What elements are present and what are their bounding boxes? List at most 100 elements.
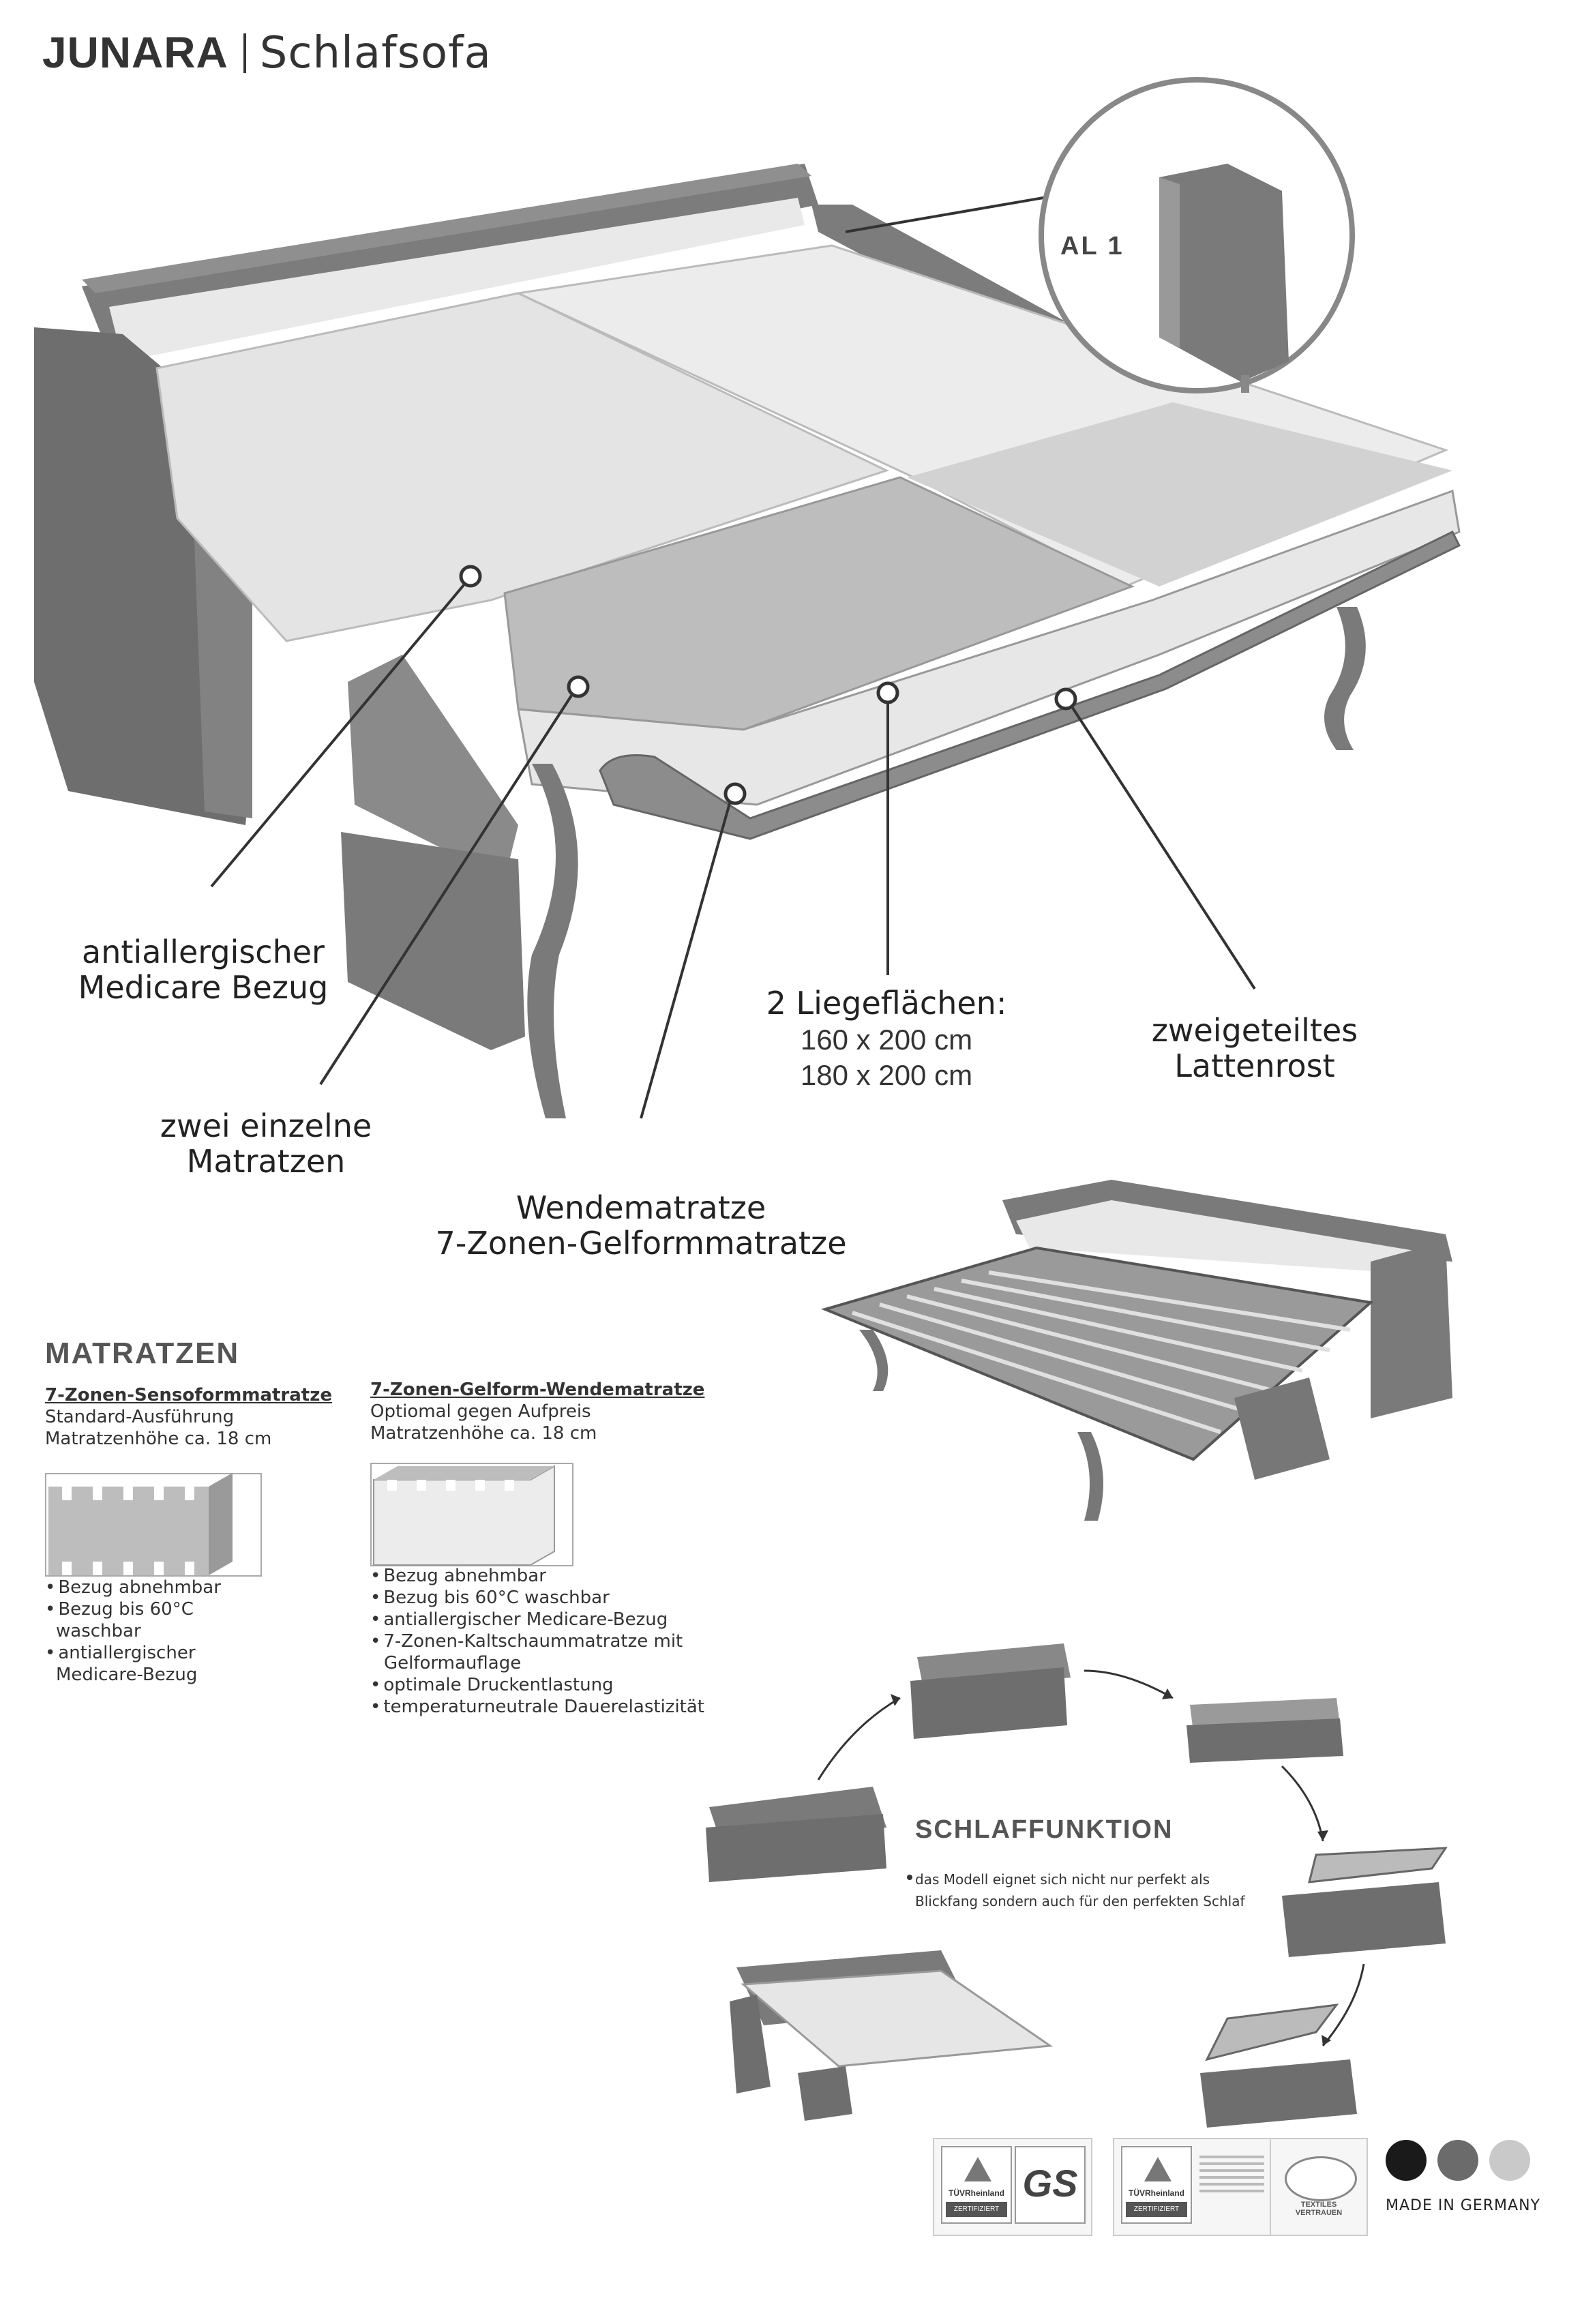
tuv-triangle-icon — [1144, 2157, 1171, 2181]
gel-foam-cutaway — [503, 476, 1135, 731]
sequence-arrow-heads — [891, 1688, 1331, 2046]
metal-frame-rail — [599, 531, 1461, 840]
leader-line-lattenrost — [1071, 706, 1256, 990]
made-in-germany: MADE IN GERMANY — [1386, 2197, 1540, 2214]
frame-leg-right — [1324, 607, 1366, 750]
gel-mattress-info: 7-Zonen-Gelform-Wendematratze Optiomal g… — [370, 1379, 704, 1444]
gel-feature: antiallergischer Medicare-Bezug — [370, 1609, 683, 1630]
inset-armrest-front — [1159, 177, 1180, 348]
gel-mattress-title: 7-Zonen-Gelform-Wendematratze — [370, 1380, 705, 1400]
leader-line-wende — [640, 803, 731, 1119]
callout-lattenrost: zweigeteiltes Lattenrost — [1132, 1013, 1377, 1084]
lattenrost-illustration — [820, 1180, 1452, 1521]
tuv-label-2: TÜVRheinland — [1128, 2188, 1184, 2198]
tuv-logo-2: TÜVRheinland ZERTIFIZIERT — [1121, 2146, 1192, 2224]
callout-bezug-line1: antiallergischer — [82, 934, 325, 970]
step-cushions-lifted — [910, 1643, 1071, 1739]
lr-leg-front — [1077, 1432, 1103, 1521]
gel-line-1: Optiomal gegen Aufpreis — [370, 1401, 591, 1422]
callout-wende-line1: Wendematratze — [516, 1189, 766, 1226]
lattenrost-grey-panel — [907, 402, 1452, 586]
callout-matratzen-line2: Matratzen — [186, 1143, 346, 1180]
gs-mark: GS — [1022, 2162, 1078, 2205]
gel-line-2: Matratzenhöhe ca. 18 cm — [370, 1423, 597, 1444]
step-bed-open — [730, 1950, 1054, 2121]
schlaffunktion-heading: SCHLAFFUNKTION — [915, 1815, 1174, 1844]
sensor-mattress-diagram — [45, 1473, 262, 1577]
lr-slats — [852, 1270, 1351, 1434]
gel-feature: temperaturneutrale Dauerelastizität — [370, 1696, 704, 1718]
callout-marker-matratzen — [567, 675, 590, 698]
step-frame-unfolding — [1282, 1847, 1448, 1957]
tuv-label: TÜVRheinland — [948, 2188, 1004, 2198]
matratzen-heading: MATRATZEN — [45, 1337, 240, 1370]
lr-folded-cushion — [1234, 1377, 1330, 1480]
frame-leg-front — [527, 764, 578, 1118]
sensor-feature-list-2: antiallergischer — [45, 1642, 195, 1664]
callout-marker-bezug — [459, 565, 482, 588]
tuv-zertifiziert-2: ZERTIFIZIERT — [1126, 2202, 1187, 2217]
callout-liege-size-2: 180 x 200 cm — [800, 1059, 973, 1091]
callout-lattenrost-line2: Lattenrost — [1174, 1047, 1335, 1084]
step-frame-raised — [1200, 2003, 1357, 2128]
callout-marker-wende — [723, 782, 747, 805]
callout-liege-title: 2 Liegeflächen: — [766, 985, 1007, 1022]
title-divider — [243, 33, 246, 73]
tuv-logo: TÜVRheinland ZERTIFIZIERT — [941, 2146, 1012, 2224]
schlaffunktion-bullet — [907, 1875, 912, 1880]
callout-marker-lattenrost — [1054, 687, 1077, 711]
sensor-feature: Bezug bis 60°C — [45, 1598, 221, 1620]
gel-feature: optimale Druckentlastung — [370, 1674, 704, 1696]
callout-bezug-line2: Medicare Bezug — [78, 969, 329, 1006]
backrest-inner-panel — [109, 198, 805, 361]
schlaffunktion-line-2: Blickfang sondern auch für den perfekten… — [915, 1893, 1245, 1909]
inset-armrest-side — [1159, 164, 1289, 382]
callout-marker-liege — [876, 681, 899, 704]
oeko-tex-label: TEXTILES VERTRAUEN — [1270, 2138, 1368, 2236]
tuv-certificate-2: TÜVRheinland ZERTIFIZIERT — [1113, 2138, 1272, 2236]
sensor-feature: antiallergischer — [45, 1642, 195, 1664]
gel-feature: Bezug abnehmbar — [370, 1565, 683, 1587]
sensor-mattress-info: 7-Zonen-Sensoformmatratze Standard-Ausfü… — [45, 1384, 332, 1450]
tuv-gs-certificate: TÜVRheinland ZERTIFIZIERT GS — [933, 2138, 1092, 2236]
tuv-fine-print — [1199, 2151, 1264, 2196]
sensor-feature-continuation: Medicare-Bezug — [56, 1665, 198, 1685]
main-sofabed-illustration — [34, 164, 1461, 1119]
inset-label: AL 1 — [1060, 232, 1124, 260]
brand-name: JUNARA — [42, 28, 228, 77]
callout-matratzen-line1: zwei einzelne — [160, 1107, 372, 1144]
callout-bezug: antiallergischer Medicare Bezug — [74, 934, 333, 1005]
callout-lattenrost-line1: zweigeteiltes — [1151, 1012, 1358, 1049]
schlaffunktion-text: das Modell eignet sich nicht nur perfekt… — [907, 1868, 1245, 1912]
color-swatch-grey — [1437, 2140, 1478, 2181]
folded-backrest-cushion — [348, 655, 518, 880]
schlaffunktion-sequence — [706, 1643, 1448, 2128]
gel-mattress-diagram — [370, 1463, 573, 1566]
product-type: Schlafsofa — [259, 28, 492, 78]
oeko-tex-emblem — [1285, 2156, 1357, 2201]
leader-line-matratzen — [319, 694, 573, 1086]
color-swatch-light-grey — [1489, 2140, 1530, 2181]
sensor-line-2: Matratzenhöhe ca. 18 cm — [45, 1429, 272, 1449]
callout-wendematratze: Wendematratze 7-Zonen-Gelformmatratze — [423, 1190, 859, 1261]
oeko-tex-text: TEXTILES VERTRAUEN — [1295, 2201, 1343, 2217]
sensor-mattress-title: 7-Zonen-Sensoformmatratze — [45, 1385, 332, 1405]
lr-back-panel — [1016, 1200, 1439, 1275]
step-closed-sofa — [706, 1787, 886, 1882]
backrest-top — [82, 164, 811, 293]
armrest-inset — [1039, 77, 1355, 393]
lr-leg-left — [859, 1330, 889, 1391]
step-seat-opened — [1186, 1698, 1343, 1763]
sensor-feature: Bezug abnehmbar — [45, 1577, 221, 1598]
tuv-zertifiziert: ZERTIFIZIERT — [946, 2202, 1007, 2217]
sensor-line-1: Standard-Ausführung — [45, 1407, 235, 1427]
lr-right-armrest — [1371, 1241, 1452, 1418]
sensor-feature-list: Bezug abnehmbar Bezug bis 60°C — [45, 1577, 221, 1620]
gel-feature: 7-Zonen-Kaltschaummatratze mit — [370, 1630, 683, 1652]
gel-feature: Bezug bis 60°C waschbar — [370, 1587, 683, 1609]
sensor-feature-continuation: waschbar — [56, 1621, 141, 1641]
leader-line-inset — [845, 196, 1044, 233]
page-title: JUNARA Schlafsofa — [42, 27, 492, 78]
tuv-triangle-icon — [964, 2157, 991, 2181]
callout-liegeflaechen: 2 Liegeflächen: 160 x 200 cm 180 x 200 c… — [750, 985, 1023, 1094]
